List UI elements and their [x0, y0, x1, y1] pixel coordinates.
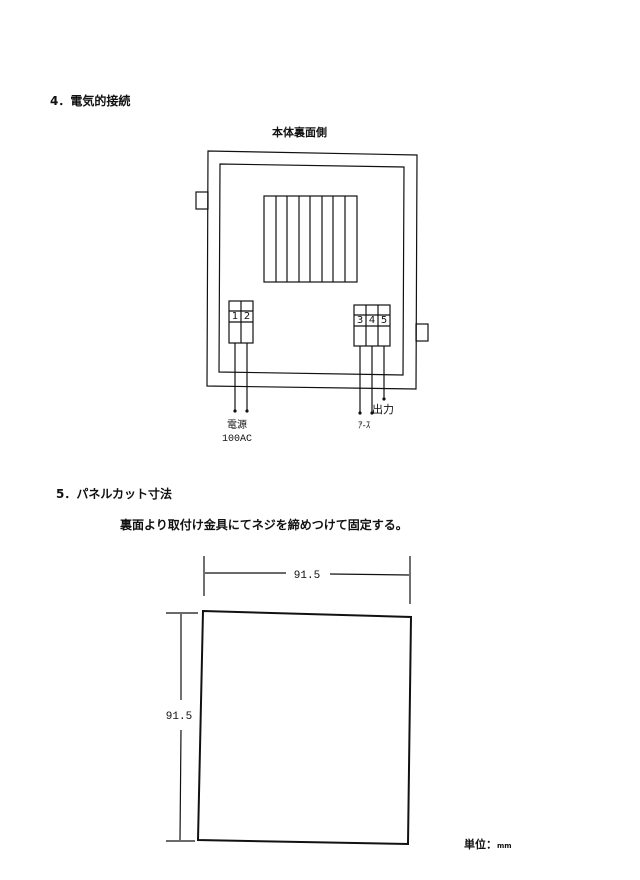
connector-block	[263, 195, 358, 283]
unit-label: 単位：mm	[464, 836, 512, 852]
terminal-1-label: 1	[232, 311, 238, 322]
terminal-2-label: 2	[244, 311, 250, 322]
output-label: 出力	[372, 402, 394, 416]
height-dim-line-bottom	[179, 729, 182, 841]
wire-end-3	[358, 411, 362, 415]
width-dim-line-right	[329, 573, 410, 576]
width-dimension: 91.5	[294, 570, 320, 582]
wire-end-4	[370, 411, 374, 415]
wire-end-2	[245, 409, 249, 413]
power-label: 電源	[227, 418, 247, 431]
earth-label: ｱ-ｽ	[358, 421, 371, 431]
terminal-4-label: 4	[369, 315, 375, 326]
mounting-note: 裏面より取付け金具にてネジを締めつけて固定する。	[120, 518, 408, 532]
terminal-block-power	[228, 300, 254, 344]
wire-end-1	[233, 409, 237, 413]
terminal-3-label: 3	[357, 315, 363, 326]
power-value: 100AC	[222, 434, 252, 445]
section-5-heading: 5．パネルカット寸法	[56, 487, 172, 501]
wire-end-5	[382, 397, 386, 401]
device-inner-frame	[218, 163, 405, 376]
unit-label-text: 単位：	[464, 838, 497, 851]
section-4-heading: 4．電気的接続	[50, 94, 131, 108]
right-mounting-tab	[415, 323, 429, 342]
panel-cutout-outline	[196, 609, 413, 846]
unit-value: mm	[497, 842, 512, 850]
left-mounting-tab	[195, 191, 209, 210]
height-dimension: 91.5	[166, 711, 192, 723]
device-outer-frame	[206, 150, 418, 390]
rear-view-caption: 本体裏面側	[272, 126, 327, 139]
terminal-5-label: 5	[381, 315, 387, 326]
